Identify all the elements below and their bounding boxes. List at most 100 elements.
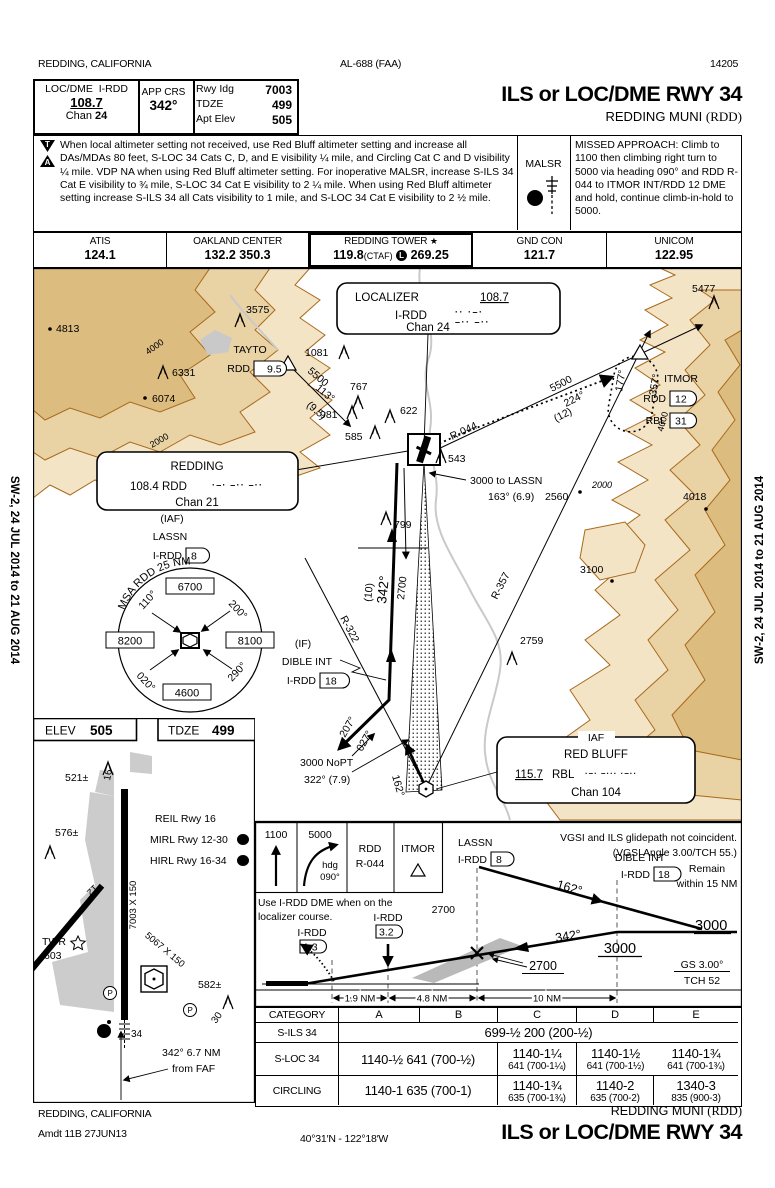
tower-star-icon: ★ (429, 236, 438, 246)
svg-text:hdg: hdg (322, 860, 338, 871)
obstacles: 4813 3575 6331 6074 1081 767 981 622 585… (48, 283, 720, 666)
svg-text:IAF: IAF (588, 732, 604, 744)
svg-text:3000 NoPT: 3000 NoPT (300, 757, 354, 769)
svg-text:622: 622 (400, 405, 418, 417)
dme-note: Use I-RDD DME when on the (258, 898, 393, 909)
approach-lights-a5-icon: A5 (97, 1020, 130, 1050)
sketch-obstacles: 521± 576± 582± (44, 761, 234, 1010)
svg-text:3100: 3100 (580, 564, 604, 576)
svg-text:8: 8 (496, 854, 502, 866)
cat-a: A (339, 1008, 420, 1023)
svg-text:10 NM: 10 NM (533, 994, 561, 1005)
svg-text:I-RDD: I-RDD (153, 550, 183, 562)
svg-text:REDDING: REDDING (170, 461, 223, 473)
missed-approach-text: MISSED APPROACH: Climb to 1100 then clim… (575, 140, 739, 218)
remain-note: Remain (689, 863, 725, 875)
malsr-label: MALSR (525, 158, 562, 170)
svg-text:3000: 3000 (695, 918, 727, 934)
svg-text:5000: 5000 (308, 829, 332, 841)
svg-text:981: 981 (320, 409, 338, 421)
tower-ctaf: (CTAF) (363, 251, 393, 261)
svg-text:(IF): (IF) (295, 638, 311, 650)
nav-chan-label: Chan (65, 110, 92, 122)
svg-text:A5: A5 (530, 196, 539, 203)
svg-text:6074: 6074 (152, 393, 176, 405)
vor-on-field-symbol (140, 965, 168, 993)
contour-label: 2000 (591, 480, 612, 490)
airport-sketch: ELEV 505 TDZE 499 16 34 12 30 7003 X 150… (33, 718, 255, 1103)
rwy-ldg-label: Rwy Idg (196, 83, 234, 95)
svg-text:I-RDD: I-RDD (395, 310, 427, 322)
fix-lassn: (IAF) LASSN I-RDD 8 (153, 513, 210, 564)
svg-text:ITMOR: ITMOR (401, 843, 435, 855)
svg-text:ITMOR: ITMOR (664, 373, 698, 385)
nav-freq: 108.7 (70, 95, 103, 110)
apt-elev-label: Apt Elev (196, 113, 236, 125)
svg-text:2759: 2759 (520, 635, 544, 647)
distance-row: 1.9 NM 4.8 NM 10 NM (332, 992, 617, 1007)
ground-value: 121.7 (523, 248, 556, 262)
svg-text:L: L (241, 857, 246, 866)
glidepath-track: 342° (303, 927, 737, 986)
edition-note-left: SW-2, 24 JUL 2014 to 21 AUG 2014 (8, 475, 20, 665)
svg-text:290°: 290° (225, 660, 249, 684)
svg-text:34: 34 (131, 1029, 143, 1040)
svg-text:DIBLE INT: DIBLE INT (282, 656, 333, 668)
dme-note2: localizer course. (258, 912, 332, 923)
svg-text:585: 585 (345, 431, 363, 443)
svg-text:6700: 6700 (178, 582, 202, 594)
svg-text:P: P (188, 1006, 193, 1015)
unicom-cell: UNICOM 122.95 (607, 233, 741, 267)
plan-view: 4000 2000 2000 4000 2000 (33, 268, 742, 822)
svg-text:31: 31 (675, 416, 687, 428)
svg-text:3000: 3000 (604, 941, 636, 957)
tdze-label: TDZE (196, 98, 224, 110)
rwy-ldg-value: 7003 (265, 83, 292, 97)
svg-text:from FAF: from FAF (172, 1063, 215, 1075)
svg-text:I-RDD: I-RDD (621, 869, 651, 881)
atis-value: 124.1 (84, 248, 116, 262)
circling-row-label: CIRCLING (256, 1076, 339, 1105)
svg-text:HIRL Rwy 16-34: HIRL Rwy 16-34 (150, 855, 227, 867)
svg-text:RDD: RDD (227, 363, 250, 375)
svg-text:200°: 200° (226, 598, 250, 622)
svg-text:3.2: 3.2 (379, 927, 394, 939)
tower-label: REDDING TOWER (344, 236, 428, 247)
parking-icons: P P (103, 986, 197, 1017)
tower-symbol: TWR 603 (42, 934, 87, 962)
airport-name: REDDING MUNI (605, 109, 703, 124)
header-city: REDDING, CALIFORNIA (38, 58, 152, 70)
notes-box: T A When local altimeter setting not rec… (33, 135, 742, 232)
svg-text:357°: 357° (647, 373, 663, 396)
procedure-notes: When local altimeter setting not receive… (60, 140, 514, 205)
minimums-table: CATEGORY A B C D E S-ILS 34 699-½ 200 (2… (255, 1007, 742, 1107)
app-crs-label: APP CRS (141, 87, 186, 98)
svg-text:R-044: R-044 (448, 420, 479, 443)
profile-lassn: LASSN I-RDD 8 2700 (432, 837, 515, 916)
svg-text:R-357: R-357 (489, 570, 513, 601)
sketch-elev-boxes: ELEV 505 TDZE 499 (33, 718, 255, 742)
apron-taxiways (52, 752, 152, 1012)
svg-text:4.8 NM: 4.8 NM (417, 994, 448, 1005)
svg-text:R-044: R-044 (356, 858, 385, 870)
vgsi-note: VGSI and ILS glidepath not coincident. (560, 833, 737, 844)
svg-text:2700: 2700 (432, 904, 456, 916)
svg-text:RBL: RBL (552, 769, 575, 781)
category-header: CATEGORY (256, 1008, 339, 1023)
svg-text:Chan 21: Chan 21 (175, 497, 218, 509)
footer-coords: 40°31′N - 122°18′W (300, 1133, 389, 1145)
svg-text:TAYTO: TAYTO (233, 344, 266, 356)
vgsi-wedge (412, 938, 522, 983)
tower-freq-1: 119.8 (333, 248, 364, 262)
feeder-track: 162° (478, 865, 703, 931)
svg-text:A5: A5 (100, 1030, 108, 1036)
header-al-number: AL-688 (FAA) (340, 58, 402, 70)
svg-text:108.7: 108.7 (480, 292, 509, 304)
svg-text:576±: 576± (55, 827, 79, 839)
airport-id: (RDD) (705, 109, 742, 124)
tower-cell: REDDING TOWER ★ 119.8(CTAF) L 269.25 (309, 233, 473, 267)
